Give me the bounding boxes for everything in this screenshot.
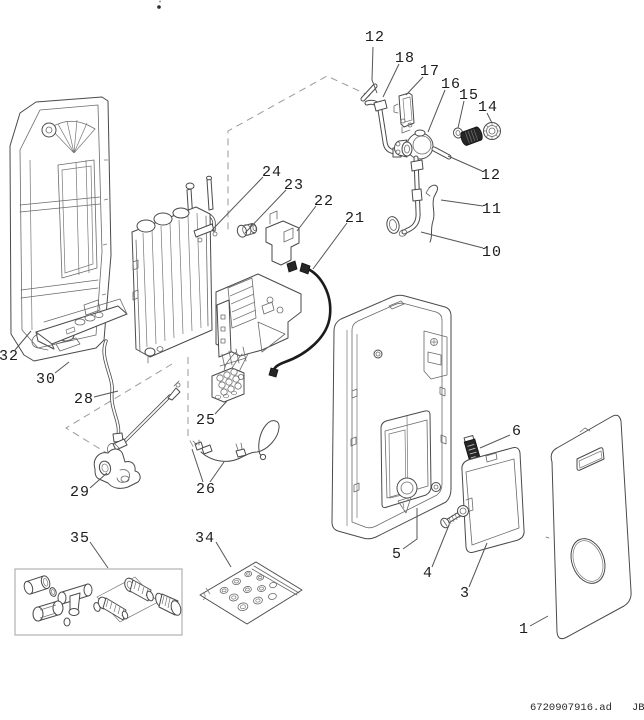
leader-line-28 bbox=[93, 390, 119, 398]
part-11-clip bbox=[425, 184, 438, 243]
leader-line-32 bbox=[14, 330, 32, 351]
leader-line-5 bbox=[402, 508, 418, 550]
part-4-screw bbox=[440, 505, 469, 529]
leader-line-21 bbox=[312, 222, 348, 270]
part-label-6-21: 6 bbox=[512, 423, 522, 440]
part-label-30-14: 30 bbox=[36, 371, 56, 388]
leader-line-10 bbox=[420, 231, 484, 249]
leader-line-3 bbox=[468, 542, 488, 588]
knurled-cap bbox=[155, 592, 182, 616]
part-18-pipe bbox=[364, 99, 404, 158]
leader-line-26 bbox=[191, 448, 204, 483]
part-label-15-4: 15 bbox=[459, 87, 479, 104]
leader-line-6 bbox=[479, 434, 511, 449]
part-label-28-15: 28 bbox=[74, 391, 94, 408]
part-number-labels: 1218171615141211102423222132302829252635… bbox=[0, 29, 529, 638]
leader-line-12 bbox=[447, 155, 483, 172]
part-30-bottom-tray bbox=[31, 298, 128, 352]
part-5-housing-back bbox=[331, 294, 452, 540]
part-label-29-16: 29 bbox=[70, 484, 90, 501]
leader-line-4 bbox=[431, 524, 450, 568]
part-23-plug bbox=[236, 222, 258, 238]
part-35-fitting-kit bbox=[14, 568, 183, 636]
part-label-3-24: 3 bbox=[460, 585, 470, 602]
leader-line-24 bbox=[211, 176, 264, 231]
leader-line-1 bbox=[529, 615, 549, 627]
dashed-group-boundaries bbox=[65, 75, 371, 461]
part-label-23-10: 23 bbox=[284, 177, 304, 194]
part-label-5-22: 5 bbox=[392, 546, 402, 563]
part-17-bracket bbox=[393, 92, 415, 134]
strainer-filter bbox=[460, 126, 483, 146]
part-26-wire-harness bbox=[192, 420, 280, 462]
part-12-pipe-stub-top bbox=[360, 83, 378, 102]
leader-line-34 bbox=[215, 541, 232, 568]
part-12-pipe-stub-right bbox=[431, 146, 452, 160]
leader-line-18 bbox=[382, 63, 400, 98]
part-14-fitting bbox=[483, 122, 501, 140]
heat-exchanger-block bbox=[131, 175, 218, 364]
leader-line-29 bbox=[89, 472, 108, 489]
part-label-12-6: 12 bbox=[481, 167, 501, 184]
leader-line-14 bbox=[486, 112, 493, 124]
part-34-seal-bag bbox=[199, 561, 303, 625]
threaded-fitting bbox=[124, 577, 154, 602]
part-28-wire bbox=[102, 339, 124, 452]
leader-line-35 bbox=[89, 541, 109, 569]
part-3-inner-cover bbox=[461, 447, 525, 553]
part-label-22-11: 22 bbox=[314, 193, 334, 210]
bolt bbox=[97, 596, 129, 621]
part-label-18-1: 18 bbox=[395, 50, 415, 67]
control-module bbox=[215, 273, 302, 379]
part-label-24-9: 24 bbox=[262, 164, 282, 181]
leader-line-23 bbox=[244, 189, 287, 234]
part-label-21-12: 21 bbox=[345, 210, 365, 227]
leader-line-11 bbox=[440, 199, 484, 207]
leader-line-22 bbox=[296, 205, 317, 232]
part-16-valve bbox=[394, 129, 434, 160]
part-label-14-5: 14 bbox=[478, 99, 498, 116]
leader-line-15 bbox=[457, 100, 465, 129]
part-10-pipe bbox=[386, 155, 424, 237]
part-22-bracket bbox=[265, 210, 300, 273]
part-29-bracket bbox=[93, 443, 141, 489]
part-label-4-23: 4 bbox=[423, 565, 433, 582]
print-artifact-dots bbox=[157, 0, 161, 9]
part-label-32-13: 32 bbox=[0, 348, 19, 365]
part-label-35-19: 35 bbox=[70, 530, 90, 547]
part-label-16-3: 16 bbox=[441, 76, 461, 93]
part-label-10-8: 10 bbox=[482, 244, 502, 261]
leader-line-12 bbox=[371, 46, 378, 94]
hex-fitting bbox=[32, 600, 71, 627]
part-label-26-18: 26 bbox=[196, 481, 216, 498]
part-25-terminal-block bbox=[211, 367, 245, 403]
document-code: 6720907916.ad bbox=[530, 702, 612, 714]
part-label-11-7: 11 bbox=[482, 201, 502, 218]
part-1-front-cover bbox=[545, 414, 632, 640]
leader-line-16 bbox=[427, 89, 446, 133]
part-label-17-2: 17 bbox=[420, 63, 440, 80]
leader-line-26 bbox=[209, 461, 225, 483]
leader-line-25 bbox=[214, 400, 228, 415]
overflow-rod bbox=[112, 380, 181, 451]
leader-line-17 bbox=[405, 76, 424, 96]
leader-line-30 bbox=[54, 361, 70, 374]
document-code-suffix: JB bbox=[632, 702, 644, 714]
tee-fitting bbox=[57, 583, 93, 616]
part-label-12-0: 12 bbox=[365, 29, 385, 46]
part-21-cable bbox=[268, 262, 332, 378]
part-label-34-20: 34 bbox=[195, 530, 215, 547]
part-label-1-25: 1 bbox=[519, 621, 529, 638]
part-label-25-17: 25 bbox=[196, 412, 216, 429]
leader-lines bbox=[14, 46, 549, 627]
